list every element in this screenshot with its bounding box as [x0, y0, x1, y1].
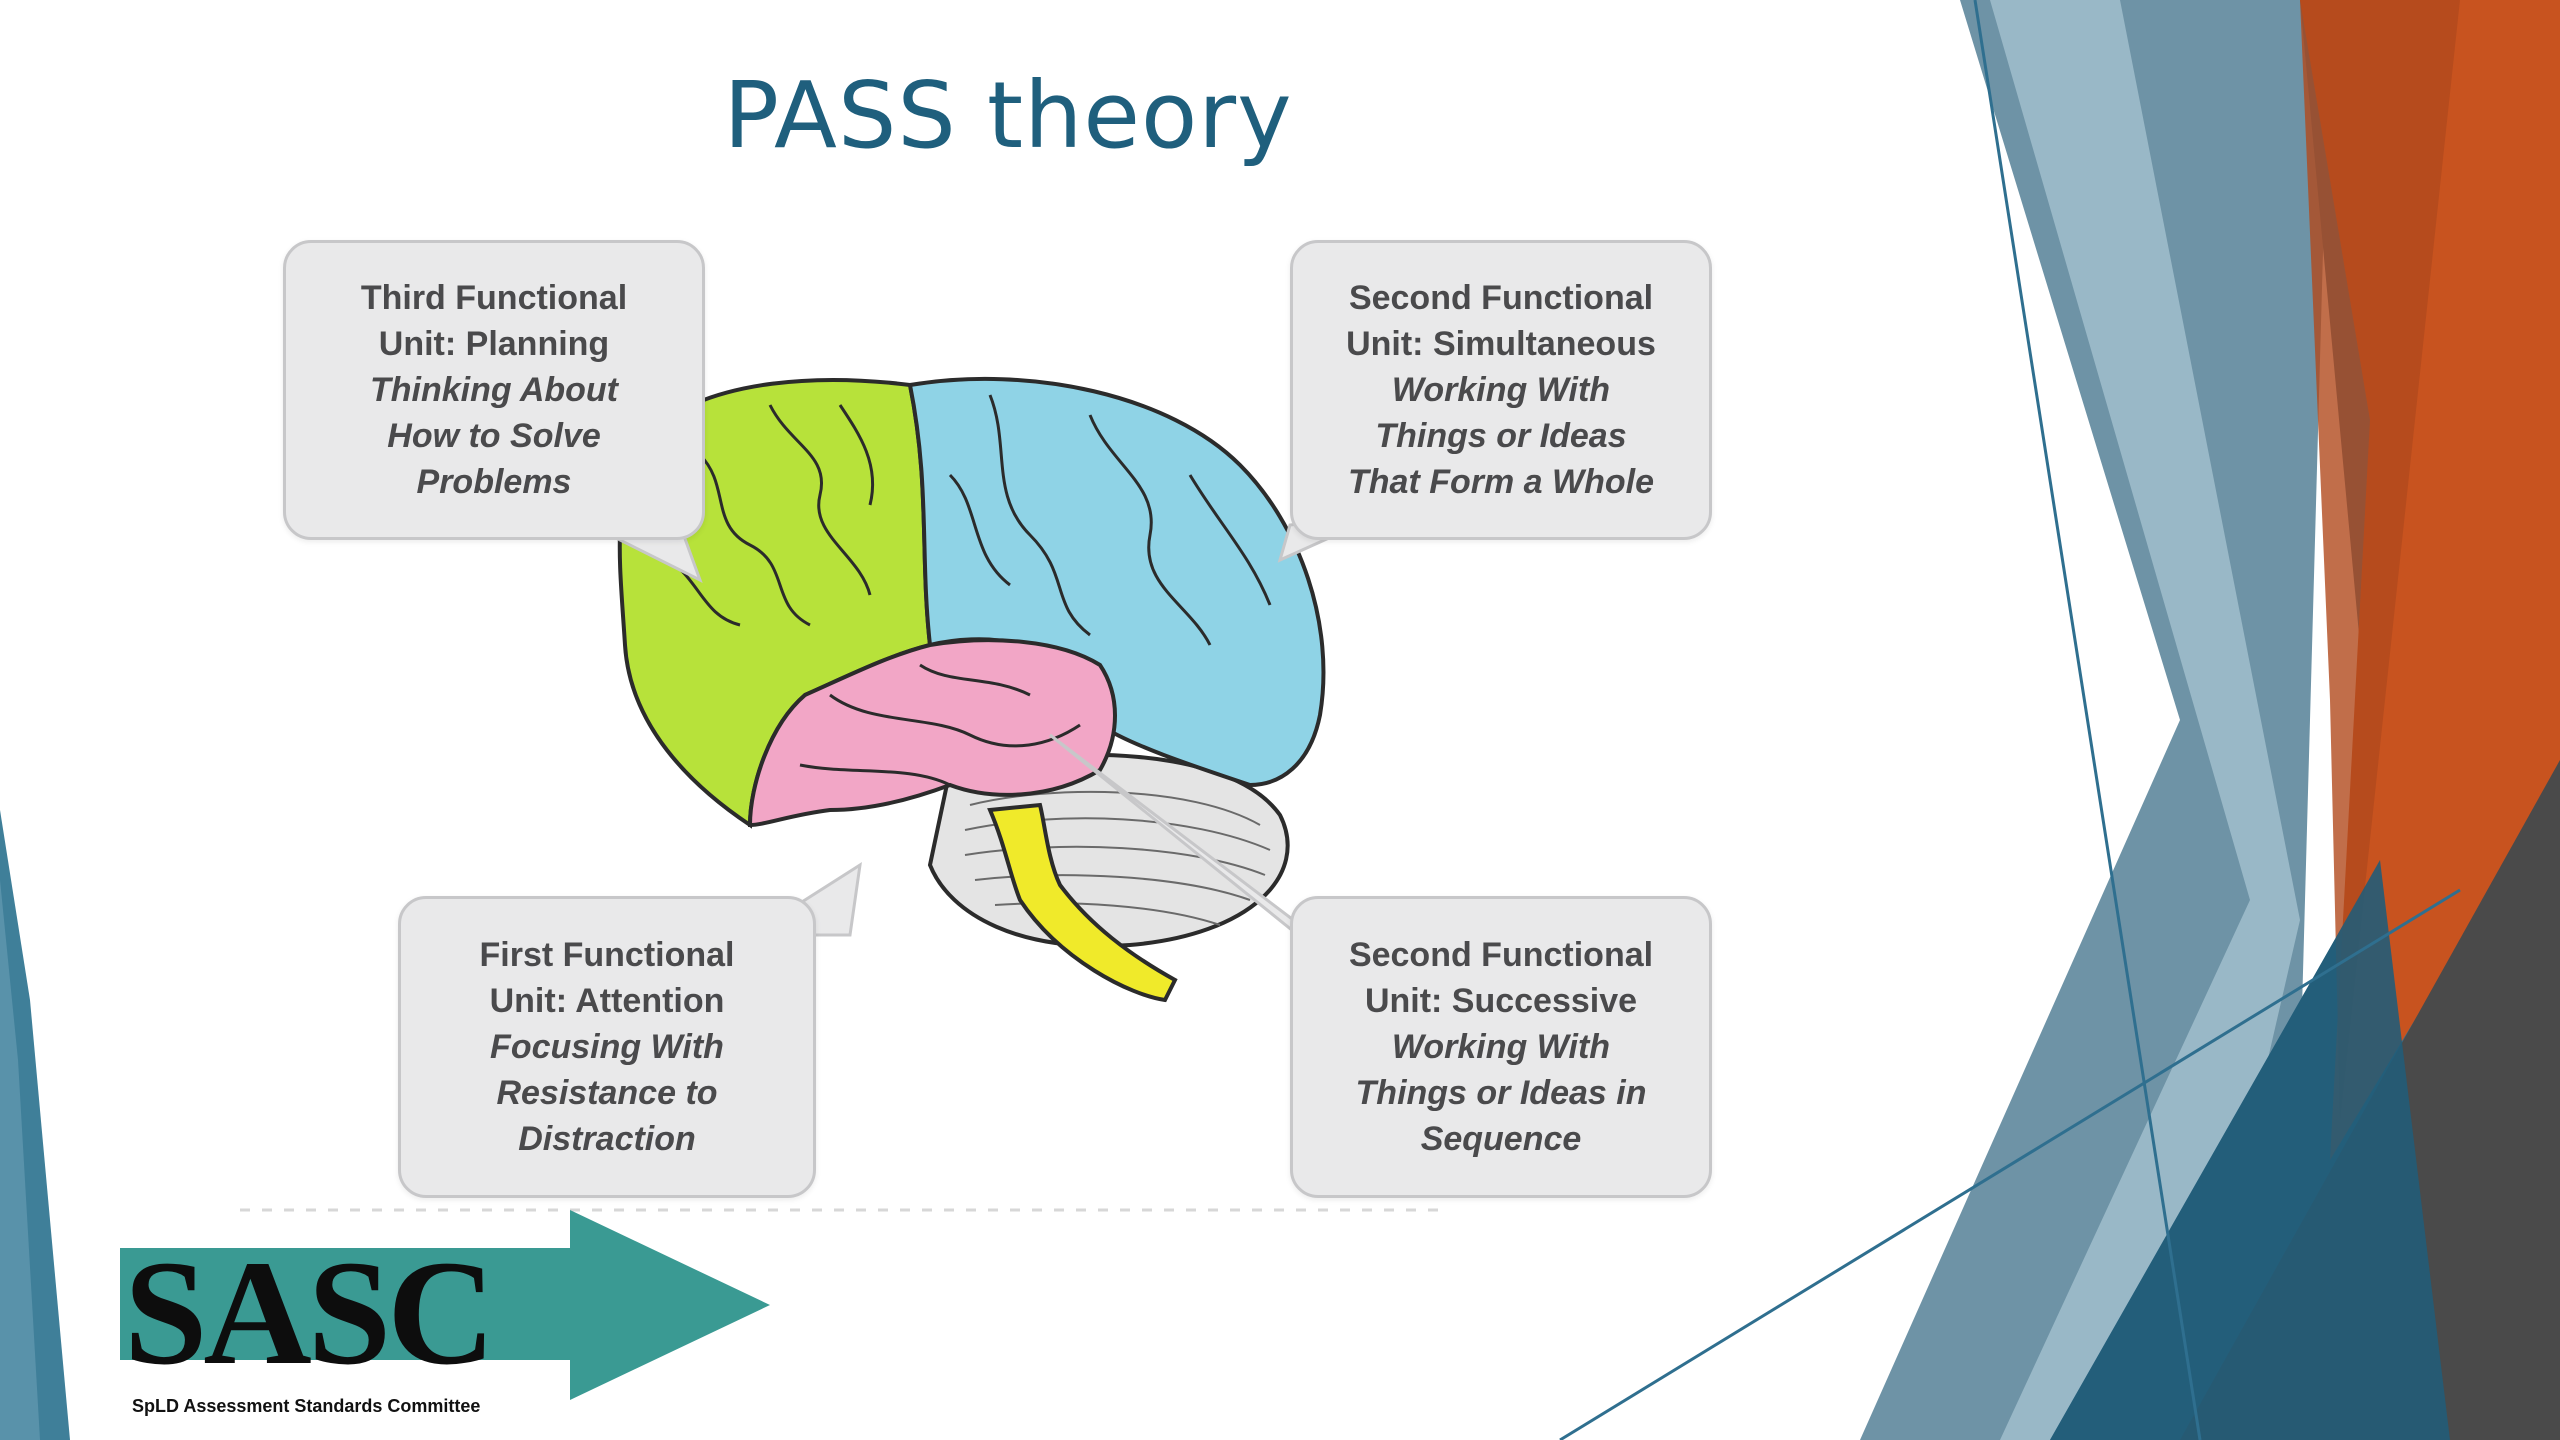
- callout-planning-heading-line-1: Third Functional: [360, 279, 628, 317]
- callout-planning-description-line-1: Thinking About: [369, 371, 618, 409]
- sasc-logo: [120, 1210, 770, 1400]
- callout-simultaneous-description-line-3: That Form a Whole: [1348, 463, 1654, 501]
- right-accent-orange-dark: [2300, 0, 2460, 1120]
- callout-planning-description-line-2: How to Solve: [387, 417, 601, 455]
- logo-wordmark: SASC: [124, 1230, 495, 1396]
- callout-attention-heading-line-1: First Functional: [479, 936, 735, 974]
- callout-successive-description-line-3: Sequence: [1420, 1120, 1582, 1158]
- callout-successive-heading-line-2: Unit: Successive: [1364, 982, 1638, 1020]
- slide-title: PASS theory: [723, 62, 1293, 169]
- callout-simultaneous-heading-line-1: Second Functional: [1348, 279, 1654, 317]
- brain-folds: [659, 394, 1272, 787]
- diagonal-line: [1973, 0, 2202, 1440]
- logo-arrow: [120, 1210, 770, 1400]
- callout-simultaneous: Second Functional Unit: Simultaneous Wor…: [1290, 240, 1712, 540]
- right-accent-deep: [2050, 860, 2450, 1440]
- diagonal-line: [1559, 888, 2461, 1440]
- callout-simultaneous-description-line-2: Things or Ideas: [1375, 417, 1627, 455]
- temporal-region: [747, 638, 1117, 828]
- callout-attention-description-line-3: Distraction: [518, 1120, 696, 1158]
- callout-simultaneous-heading-line-2: Unit: Simultaneous: [1346, 325, 1656, 363]
- callout-planning-description-line-3: Problems: [416, 463, 572, 501]
- callout-planning: Third Functional Unit: Planning Thinking…: [283, 240, 705, 540]
- callout-successive-description-line-1: Working With: [1391, 1028, 1611, 1066]
- right-accent-light: [1990, 0, 2300, 1440]
- callout-successive: Second Functional Unit: Successive Worki…: [1290, 896, 1712, 1198]
- brainstem-region: [987, 802, 1178, 1003]
- callout-attention-heading-line-2: Unit: Attention: [489, 982, 725, 1020]
- callout-attention-description-line-2: Resistance to: [496, 1074, 718, 1112]
- callout-attention: First Functional Unit: Attention Focusin…: [398, 896, 816, 1198]
- logo-tagline: SpLD Assessment Standards Committee: [132, 1396, 481, 1416]
- callout-simultaneous-description-line-1: Working With: [1391, 371, 1611, 409]
- callout-successive-heading-line-1: Second Functional: [1348, 936, 1654, 974]
- callout-successive-description-line-2: Things or Ideas in: [1355, 1074, 1647, 1112]
- left-accent-shape-light: [0, 880, 40, 1440]
- brain-illustration: [240, 376, 1450, 1212]
- callout-attention-description-line-1: Focusing With: [490, 1028, 724, 1066]
- callout-planning-heading-line-2: Unit: Planning: [378, 325, 610, 363]
